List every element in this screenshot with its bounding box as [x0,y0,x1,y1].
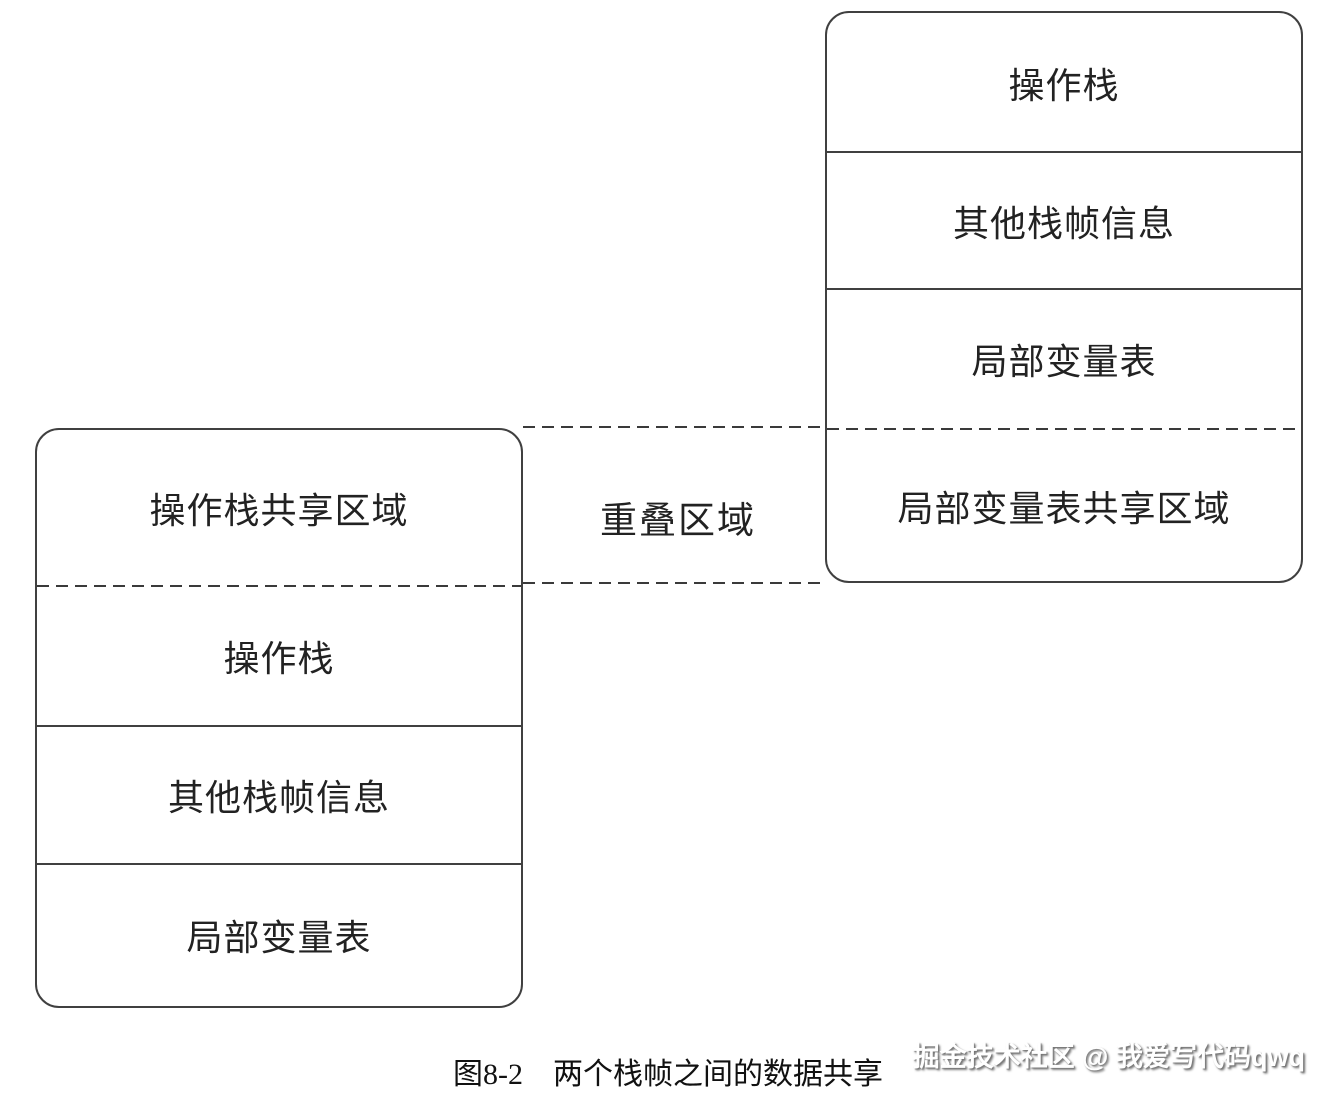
overlap-top-dashed-line [523,426,827,428]
cell-label: 局部变量表 [971,342,1157,382]
shared-area-dashed-divider [827,428,1301,430]
stack-frame-top: 操作栈 其他栈帧信息 局部变量表 局部变量表共享区域 [825,11,1303,583]
cell-divider [827,151,1301,153]
cell-label: 操作栈 [1008,65,1120,106]
cell-local-variable-table: 局部变量表 [827,289,1301,429]
figure-caption: 图8-2 两个栈帧之间的数据共享 [453,1058,883,1091]
cell-local-variable-table: 局部变量表 [37,864,521,1006]
cell-divider [37,863,521,865]
watermark: 掘金技术社区 @ 我爱写代码qwq [912,1042,1305,1072]
cell-divider [37,725,521,727]
overlap-bottom-dashed-line [523,582,827,584]
cell-label: 操作栈共享区域 [149,491,409,531]
shared-area-dashed-divider [37,585,521,587]
cell-label: 局部变量表 [186,918,372,958]
cell-operand-stack-shared-area: 操作栈共享区域 [37,430,521,586]
cell-operand-stack: 操作栈 [827,13,1301,152]
cell-label: 局部变量表共享区域 [897,489,1231,529]
cell-label: 操作栈 [223,639,335,679]
cell-local-variable-shared-area: 局部变量表共享区域 [827,429,1301,583]
cell-divider [827,288,1301,290]
cell-label: 其他栈帧信息 [952,203,1175,244]
overlap-region-label: 重叠区域 [600,501,756,542]
cell-operand-stack: 操作栈 [37,586,521,726]
cell-other-frame-info: 其他栈帧信息 [37,726,521,864]
stack-frame-bottom: 操作栈共享区域 操作栈 其他栈帧信息 局部变量表 [35,428,523,1008]
cell-other-frame-info: 其他栈帧信息 [827,152,1301,289]
cell-label: 其他栈帧信息 [167,778,390,818]
